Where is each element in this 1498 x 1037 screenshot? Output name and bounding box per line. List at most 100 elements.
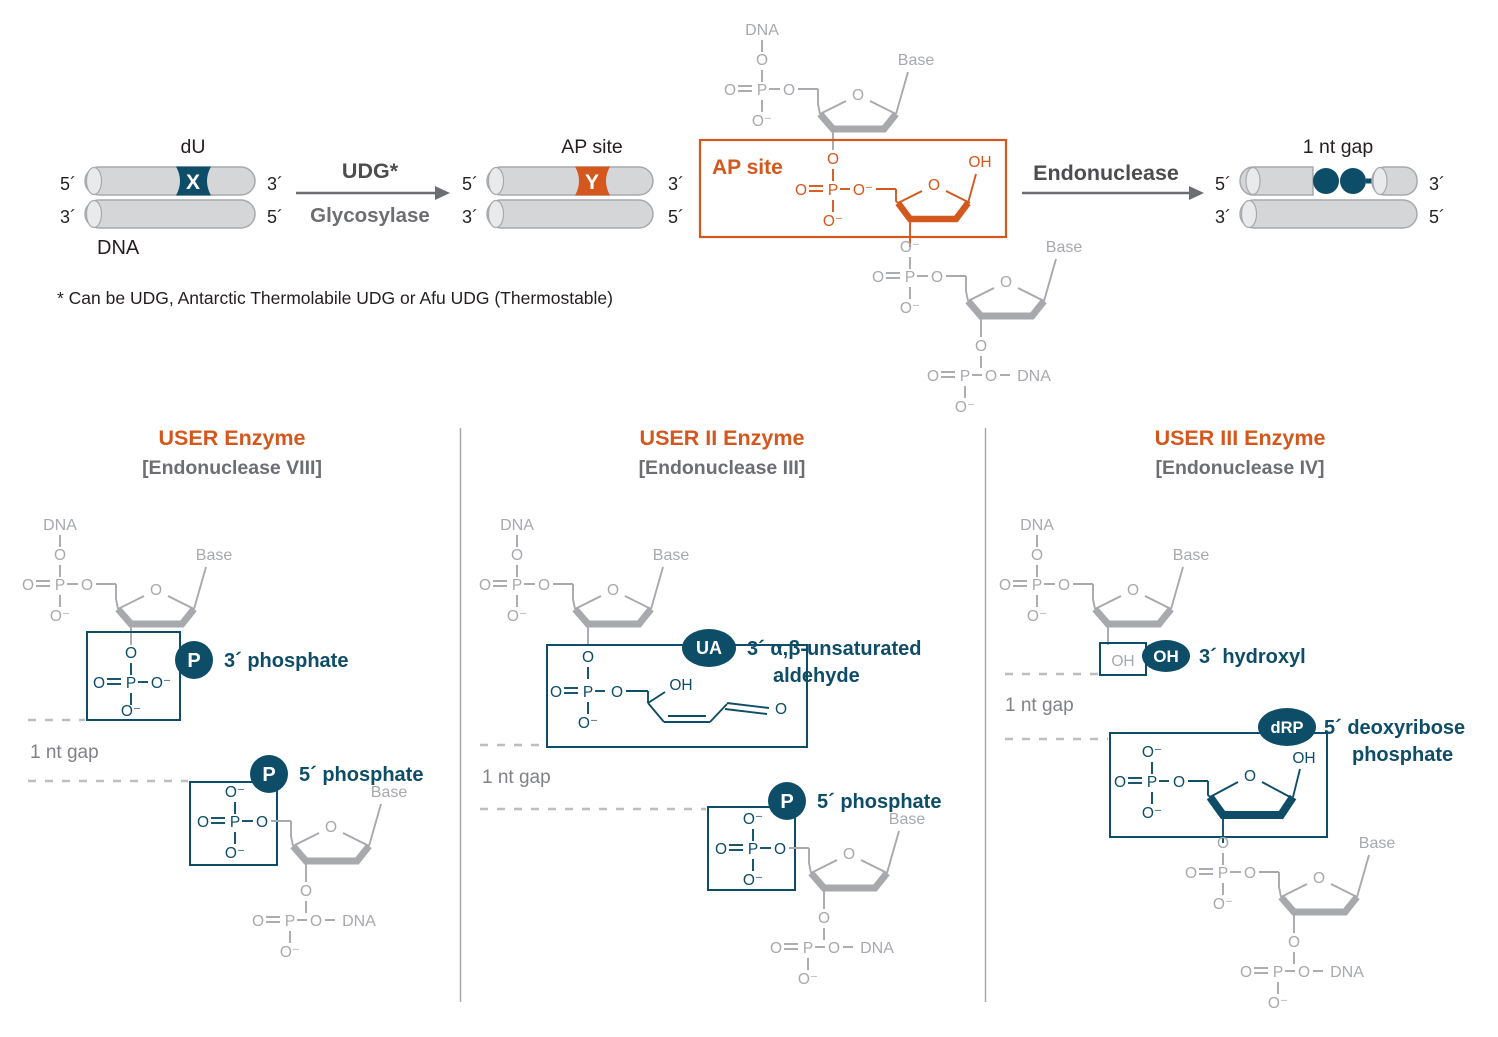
product-3prime-hydroxyl: OH OH 3´ hydroxyl <box>1099 640 1306 676</box>
ap-site-mark-letter: Y <box>585 171 599 194</box>
base-label: Base <box>196 547 233 564</box>
deoxyribose-ring <box>1206 794 1297 819</box>
gap-nucleotide-dot <box>1340 168 1366 194</box>
atom-o-minus: O⁻ <box>507 608 527 625</box>
p-badge-letter: P <box>780 791 793 813</box>
strand-cap <box>1372 166 1388 196</box>
panel-subtitle: [Endonuclease VIII] <box>142 457 322 479</box>
oh-badge <box>1142 640 1190 672</box>
ap-detail-lower-nucleotide: O⁻ O P O O⁻ O Base O O P O DNA O⁻ <box>872 239 1082 416</box>
deoxyribose-ring <box>808 870 890 892</box>
atom-o: O <box>197 814 209 831</box>
deoxyribose-ring <box>115 606 197 628</box>
atom-p: P <box>1273 964 1283 981</box>
deoxyribose-ring <box>290 843 372 865</box>
gap-size-label: 1 nt gap <box>482 767 551 788</box>
atom-o-minus: O⁻ <box>1268 995 1288 1012</box>
ap-site-label: AP site <box>561 136 622 158</box>
dna-continuation: DNA <box>1017 368 1051 385</box>
atom-o: O <box>927 368 939 385</box>
dna-continuation: DNA <box>1330 964 1364 981</box>
du-site-mark <box>176 166 211 196</box>
atom-o-minus: O⁻ <box>578 715 598 732</box>
base-label: Base <box>889 811 926 828</box>
atom-p: P <box>803 940 813 957</box>
atom-o-minus: O⁻ <box>900 300 920 317</box>
product-label-3prime-line2: aldehyde <box>773 665 860 687</box>
base-label: Base <box>1359 835 1396 852</box>
atom-o: O <box>300 883 312 900</box>
atom-o: O <box>985 368 997 385</box>
ring-oxygen: O <box>843 846 855 863</box>
atom-p: P <box>512 577 522 594</box>
ap-site-mark <box>575 166 610 196</box>
atom-p: P <box>230 814 240 831</box>
strand-cap <box>1240 199 1258 229</box>
atom-o: O <box>783 82 795 99</box>
atom-p: P <box>960 368 970 385</box>
strand-bottom <box>84 199 256 229</box>
upper-nucleotide: DNA O O P O O⁻ O Base <box>999 517 1209 645</box>
atom-o: O <box>310 913 322 930</box>
atom-p: P <box>126 675 136 692</box>
strand-end: 5´ <box>1215 174 1231 194</box>
dna-continuation: DNA <box>1020 517 1054 534</box>
atom-o-minus: O⁻ <box>225 784 245 801</box>
lower-nucleotide: O⁻ O P O O⁻ O Base O O P O DNA <box>715 811 925 988</box>
ring-oxygen: O <box>607 582 619 599</box>
product-label-5prime: 5´ phosphate <box>299 764 423 786</box>
product-label-3prime: 3´ phosphate <box>224 650 348 672</box>
arrow-head <box>435 186 450 200</box>
deoxyribose-ring <box>1092 606 1174 628</box>
p-badge <box>250 755 288 793</box>
ring-oxygen: O <box>1127 582 1139 599</box>
ring-oxygen: O <box>1313 870 1325 887</box>
atom-p: P <box>55 577 65 594</box>
product-3prime-unsaturated-aldehyde: O O P O O⁻ OH O UA 3´ α,β-unsaturated al… <box>546 629 922 748</box>
gap-size-label: 1 nt gap <box>30 742 99 763</box>
ring-oxygen: O <box>1244 768 1256 785</box>
atom-o-minus: O⁻ <box>1027 608 1047 625</box>
deoxyribose-ring <box>572 606 654 628</box>
atom-o: O <box>611 684 623 701</box>
phosphate-box <box>189 781 278 866</box>
atom-p: P <box>905 269 915 286</box>
atom-o: O <box>538 577 550 594</box>
atom-p: P <box>1032 577 1042 594</box>
atom-o: O <box>1185 865 1197 882</box>
strand-bottom <box>1239 199 1418 229</box>
product-5prime-phosphate: P 5´ phosphate <box>189 755 423 866</box>
strand-cap <box>487 199 505 229</box>
strand-cap <box>85 199 103 229</box>
strand-bottom <box>486 199 654 229</box>
panel-user2-enzyme: USER II Enzyme [Endonuclease III] DNA O … <box>479 426 941 988</box>
atom-o: O <box>252 913 264 930</box>
panel-user-enzyme: USER Enzyme [Endonuclease VIII] DNA O O … <box>22 426 423 961</box>
atom-o: O <box>872 269 884 286</box>
atom-o: O <box>479 577 491 594</box>
product-label-5prime-line2: phosphate <box>1352 744 1453 766</box>
ring-hydroxyl: OH <box>1111 653 1134 670</box>
atom-o-minus: O⁻ <box>280 944 300 961</box>
p-badge <box>175 641 213 679</box>
dna-continuation: DNA <box>745 22 779 39</box>
ring-oxygen: O <box>150 582 162 599</box>
atom-p: P <box>757 82 767 99</box>
atom-o-minus: O⁻ <box>900 239 920 256</box>
strand-end: 5´ <box>267 207 283 227</box>
lower-nucleotide: O⁻ O P O O⁻ O Base O O P O DNA <box>197 784 407 961</box>
dna-label: DNA <box>97 237 140 259</box>
dna-continuation: DNA <box>500 517 534 534</box>
atom-p: P <box>748 841 758 858</box>
drp-badge-letters: dRP <box>1271 719 1304 737</box>
strand-cap <box>1245 166 1261 196</box>
udg-enzyme-label: UDG* <box>342 159 399 183</box>
drp-badge <box>1258 708 1316 746</box>
atom-o: O <box>81 577 93 594</box>
ring-oxygen: O <box>1000 274 1012 291</box>
atom-o-minus: O⁻ <box>823 213 843 230</box>
atom-o-minus: O⁻ <box>1142 744 1162 761</box>
atom-o: O <box>715 841 727 858</box>
atom-p: P <box>583 684 593 701</box>
aldehyde-box <box>546 644 808 748</box>
